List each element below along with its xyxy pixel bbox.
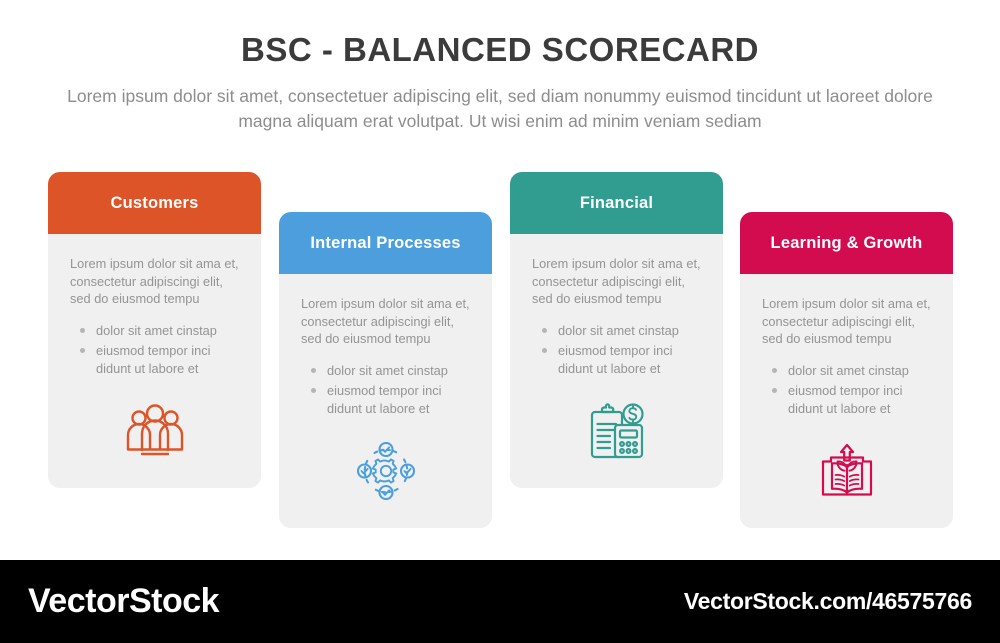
card-bullet-list: dolor sit amet cinstap eiusmod tempor in… xyxy=(301,362,470,421)
card-header-financial: Financial xyxy=(510,172,723,234)
card-body-financial: Lorem ipsum dolor sit ama et, consectetu… xyxy=(510,233,723,488)
vectorstock-logo: VectorStock xyxy=(28,582,220,620)
card-financial[interactable]: Financial Lorem ipsum dolor sit ama et, … xyxy=(510,172,723,488)
card-description: Lorem ipsum dolor sit ama et, consectetu… xyxy=(70,256,239,306)
list-item: eiusmod tempor inci didunt ut labore et xyxy=(542,342,701,377)
footer-bar: VectorStock VectorStock.com/46575766 xyxy=(0,560,1000,643)
list-item: eiusmod tempor inci didunt ut labore et xyxy=(772,382,931,417)
card-title-learning-growth: Learning & Growth xyxy=(770,233,923,252)
page-subtitle: Lorem ipsum dolor sit amet, consectetuer… xyxy=(67,86,933,131)
card-header-internal-processes: Internal Processes xyxy=(279,212,492,274)
clipboard-calculator-dollar-icon xyxy=(587,402,647,460)
card-bullet-list: dolor sit amet cinstap eiusmod tempor in… xyxy=(762,362,931,421)
card-title-internal-processes: Internal Processes xyxy=(310,233,461,252)
card-internal-processes[interactable]: Internal Processes Lorem ipsum dolor sit… xyxy=(279,212,492,528)
vectorstock-url: VectorStock.com/46575766 xyxy=(683,588,972,614)
card-body-learning-growth: Lorem ipsum dolor sit ama et, consectetu… xyxy=(740,273,953,528)
card-header-learning-growth: Learning & Growth xyxy=(740,212,953,274)
card-body-internal-processes: Lorem ipsum dolor sit ama et, consectetu… xyxy=(279,273,492,528)
list-item: eiusmod tempor inci didunt ut labore et xyxy=(80,342,239,377)
card-bullet-list: dolor sit amet cinstap eiusmod tempor in… xyxy=(532,322,701,381)
list-item: dolor sit amet cinstap xyxy=(542,322,701,340)
card-description: Lorem ipsum dolor sit ama et, consectetu… xyxy=(762,296,931,346)
card-customers[interactable]: Customers Lorem ipsum dolor sit ama et, … xyxy=(48,172,261,488)
card-description: Lorem ipsum dolor sit ama et, consectetu… xyxy=(301,296,470,346)
people-group-icon xyxy=(125,402,185,460)
card-header-customers: Customers xyxy=(48,172,261,234)
card-body-customers: Lorem ipsum dolor sit ama et, consectetu… xyxy=(48,233,261,488)
page-title: BSC - BALANCED SCORECARD xyxy=(240,31,759,68)
list-item: dolor sit amet cinstap xyxy=(772,362,931,380)
open-book-growth-icon xyxy=(817,442,877,500)
gear-process-check-icon xyxy=(356,442,416,500)
card-description: Lorem ipsum dolor sit ama et, consectetu… xyxy=(532,256,701,306)
card-learning-growth[interactable]: Learning & Growth Lorem ipsum dolor sit … xyxy=(740,212,953,528)
card-title-financial: Financial xyxy=(579,193,654,212)
card-bullet-list: dolor sit amet cinstap eiusmod tempor in… xyxy=(70,322,239,381)
list-item: dolor sit amet cinstap xyxy=(80,322,239,340)
list-item: eiusmod tempor inci didunt ut labore et xyxy=(311,382,470,417)
card-title-customers: Customers xyxy=(110,193,199,212)
list-item: dolor sit amet cinstap xyxy=(311,362,470,380)
